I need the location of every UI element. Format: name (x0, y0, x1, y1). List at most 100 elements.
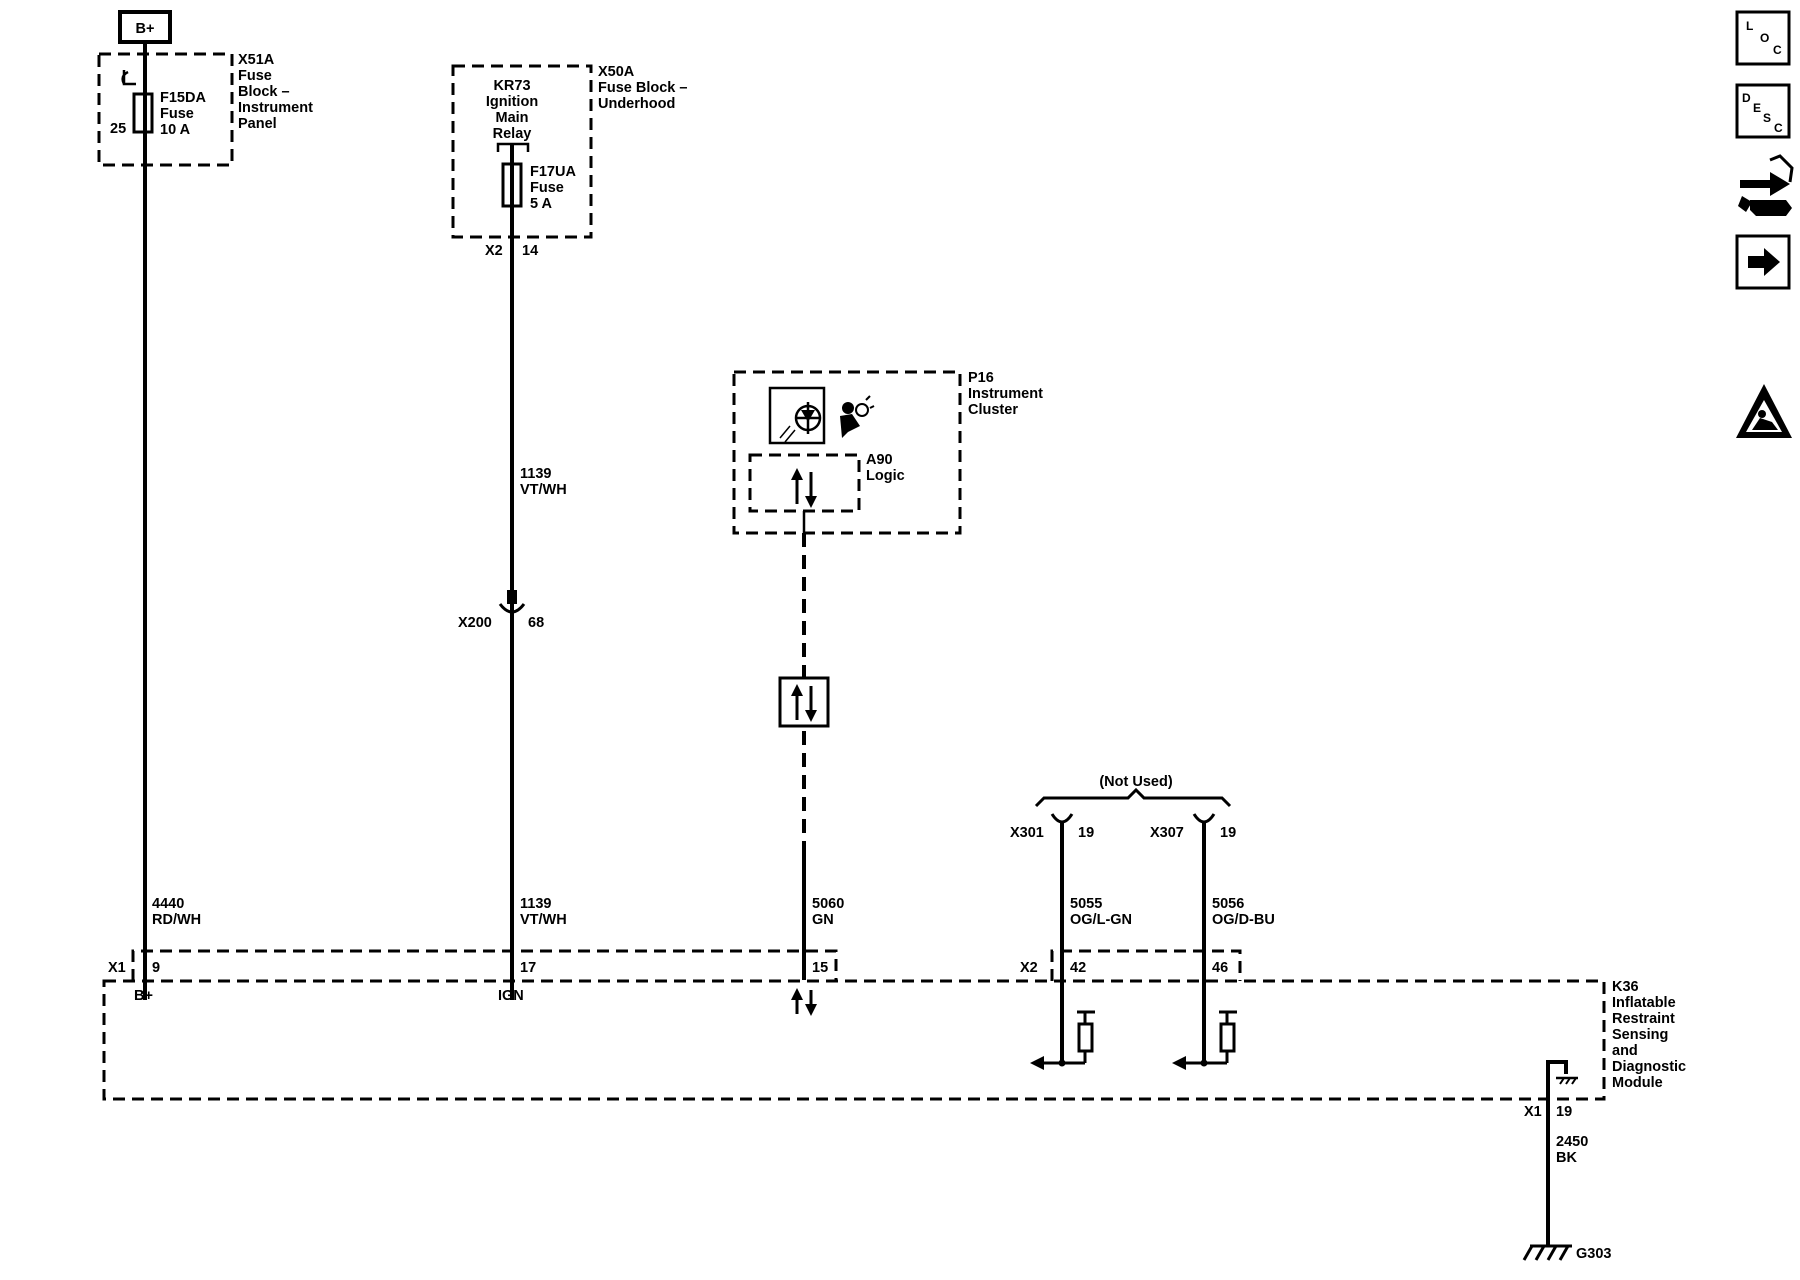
connector-x301-pin: 19 (1078, 825, 1094, 841)
description-letter-c: C (1774, 121, 1783, 135)
fuse-block-ip-name-3: Instrument (238, 100, 313, 116)
wire-5055-circuit: 5055 (1070, 896, 1102, 912)
fuse-block-ip-name-1: Fuse (238, 68, 272, 84)
not-used-label: (Not Used) (1099, 774, 1172, 790)
module-pin-46: 46 (1212, 960, 1228, 976)
connector-x307: X307 19 (1150, 813, 1236, 841)
description-letter-d: D (1742, 91, 1751, 105)
connector-x301-id: X301 (1010, 825, 1044, 841)
fuse-block-uh-name-2: Underhood (598, 96, 675, 112)
cluster-name-1: Instrument (968, 386, 1043, 402)
airbag-indicator-lamp-icon (768, 386, 826, 445)
module-name-7: Module (1612, 1075, 1663, 1091)
deployment-loop-1 (1030, 1010, 1095, 1070)
power-source-b-plus: B+ (118, 10, 172, 44)
ground-g303-label: G303 (1576, 1246, 1611, 1262)
next-button[interactable] (1735, 234, 1791, 290)
relay-kr73-label-3: Main (495, 110, 528, 126)
fuse-block-instrument-panel: X51A Fuse Block – Instrument Panel 25 F1… (97, 52, 313, 167)
warning-triangle-icon (1736, 384, 1792, 438)
module-name-2: Inflatable (1612, 995, 1676, 1011)
connector-x200-id: X200 (458, 615, 492, 631)
fuse-block-uh-pin: 14 (522, 243, 538, 259)
cluster-name-2: Cluster (968, 402, 1018, 418)
relay-kr73-label-4: Relay (493, 126, 532, 142)
module-name-1: K36 (1612, 979, 1639, 995)
wire-1139-upper-circuit: 1139 (520, 466, 551, 482)
ground-connector-pin: 19 (1556, 1104, 1572, 1120)
relay-kr73-label-1: KR73 (493, 78, 530, 94)
connector-x301: X301 19 (1010, 813, 1094, 841)
module-name-5: and (1612, 1043, 1638, 1059)
description-letter-e: E (1753, 101, 1761, 115)
fuse-block-ip-name-4: Panel (238, 116, 277, 132)
fuse-block-uh-name-1: Fuse Block – (598, 80, 687, 96)
chassis-ground-icon (1522, 1244, 1572, 1261)
fuse-block-ip-name-2: Block – (238, 84, 290, 100)
location-letter-l: L (1746, 19, 1753, 33)
wire-5056-color: OG/D-BU (1212, 912, 1275, 928)
wire-4440-circuit: 4440 (152, 896, 184, 912)
fuse-f15da-pin: 25 (110, 121, 126, 137)
module-pin-label-ign: IGN (498, 988, 524, 1004)
module-pin-42: 42 (1070, 960, 1086, 976)
fuse-f15da-label-3: 10 A (160, 122, 191, 138)
module-name-4: Sensing (1612, 1027, 1668, 1043)
module-serial-arrow-icon (791, 988, 817, 1016)
module-pin-17: 17 (520, 960, 536, 976)
wire-5055-color: OG/L-GN (1070, 912, 1132, 928)
fuse-block-underhood: X50A Fuse Block – Underhood KR73 Ignitio… (451, 64, 687, 259)
instrument-cluster: P16 Instrument Cluster A90 Logic (732, 370, 1043, 535)
toolbar: L O C D E S C (1735, 10, 1794, 438)
airbag-person-icon (840, 395, 875, 438)
module-name-6: Diagnostic (1612, 1059, 1686, 1075)
module-name-3: Restraint (1612, 1011, 1675, 1027)
warning-button[interactable] (1736, 384, 1792, 438)
module-k36: X1 X2 9 17 15 42 46 B+ IGN K36 Inflatabl… (102, 949, 1686, 1101)
ground-connector-id: X1 (1524, 1104, 1542, 1120)
power-source-label: B+ (136, 21, 155, 37)
module-x2-label: X2 (1020, 960, 1038, 976)
logic-a90-box (748, 453, 861, 513)
fuse-block-ip-id: X51A (238, 52, 275, 68)
wire-2450-color: BK (1556, 1150, 1577, 1166)
location-button[interactable]: L O C (1735, 10, 1791, 66)
location-letter-c: C (1773, 43, 1782, 57)
wire-1139-lower-color: VT/WH (520, 912, 567, 928)
serial-data-box-icon (778, 676, 830, 728)
logic-a90-label: Logic (866, 468, 905, 484)
wire-4440-color: RD/WH (152, 912, 201, 928)
wire-1139-upper-color: VT/WH (520, 482, 567, 498)
not-used-group: (Not Used) (1034, 774, 1232, 808)
arrow-right-icon (1748, 248, 1780, 276)
fuse-block-uh-id: X50A (598, 64, 635, 80)
fuse-f15da-label-1: F15DA (160, 90, 206, 106)
connector-x307-id: X307 (1150, 825, 1184, 841)
fuse-f15da-label-2: Fuse (160, 106, 194, 122)
module-pin-label-b-plus: B+ (134, 988, 153, 1004)
module-pin-15: 15 (812, 960, 828, 976)
logic-bidirectional-arrow-icon (791, 468, 817, 508)
logic-a90-id: A90 (866, 452, 893, 468)
description-letter-s: S (1763, 111, 1771, 125)
fuse-block-uh-connector: X2 (485, 243, 503, 259)
wire-5060-color: GN (812, 912, 834, 928)
relay-kr73-label-2: Ignition (486, 94, 538, 110)
ground-circuit: X1 19 2450 BK G303 (1522, 1060, 1611, 1262)
cluster-id: P16 (968, 370, 994, 386)
deployment-loop-2 (1172, 1010, 1237, 1070)
fuse-f17ua-label-1: F17UA (530, 164, 576, 180)
connector-tool-button[interactable] (1738, 154, 1794, 216)
module-x1-label: X1 (108, 960, 126, 976)
fuse-f17ua-label-2: Fuse (530, 180, 564, 196)
connector-tool-icon (1738, 154, 1794, 216)
connector-x200: X200 68 (458, 590, 544, 631)
connector-x200-pin: 68 (528, 615, 544, 631)
description-button[interactable]: D E S C (1735, 83, 1791, 139)
connector-x307-pin: 19 (1220, 825, 1236, 841)
fuse-f17ua-label-3: 5 A (530, 196, 553, 212)
wire-5060-circuit: 5060 (812, 896, 844, 912)
wire-1139-lower-circuit: 1139 (520, 896, 551, 912)
wire-2450-circuit: 2450 (1556, 1134, 1588, 1150)
